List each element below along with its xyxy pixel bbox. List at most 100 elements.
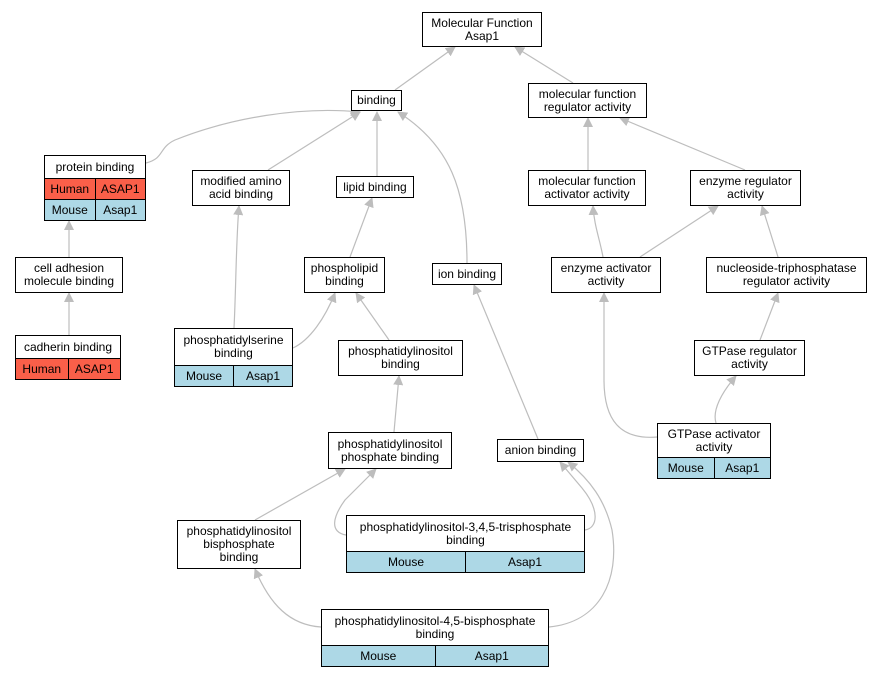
node-label-line: binding <box>415 626 455 641</box>
node-label: lipid binding <box>337 177 413 197</box>
node-label-line: regulator activity <box>543 99 632 114</box>
edge-pinobis-to-pinop <box>254 468 346 521</box>
edge-pserine-to-modaa <box>233 205 244 329</box>
edge-gtpact-to-enzact <box>599 292 658 438</box>
node-label-line: cell adhesion <box>33 261 105 275</box>
node-label-line: bisphosphate <box>203 537 275 551</box>
edge-gtpreg-to-ntpreg <box>759 292 780 341</box>
node-label-line: molecular function <box>538 86 637 101</box>
node-label-line: nucleoside-triphosphatase <box>716 261 857 275</box>
node-label-line: phosphatidylinositol-3,4,5-trisphosphate <box>359 519 572 534</box>
edge-pip3-to-pinop <box>334 468 377 536</box>
gene-cell: Asap1 <box>233 366 292 386</box>
edge-modaa-to-binding <box>267 111 361 171</box>
node-binding[interactable]: binding <box>351 90 402 111</box>
node-label-line: Molecular Function <box>431 15 533 30</box>
gene-cell: Asap1 <box>94 200 146 220</box>
species-cell: Mouse <box>51 203 88 217</box>
node-label-line: cadherin binding <box>23 339 113 354</box>
gene-cell: Asap1 <box>713 458 771 478</box>
species-cell: Human <box>22 362 62 376</box>
annotation-row-mouse: Mouse Asap1 <box>322 645 548 666</box>
node-label: anion binding <box>498 440 583 461</box>
node-label-line: phosphate binding <box>340 449 440 464</box>
node-label-line: phosphatidylserine <box>183 333 284 347</box>
node-label-line: regulator activity <box>742 274 831 288</box>
gene-cell: ASAP1 <box>94 179 146 199</box>
gene-cell: Asap1 <box>434 646 549 666</box>
species-cell: Mouse <box>360 649 397 663</box>
node-label-line: activity <box>695 439 733 454</box>
species-cell: Mouse <box>185 369 223 383</box>
edge-protein-to-binding <box>145 106 361 164</box>
edge-pip2-to-pinobis <box>253 568 322 628</box>
gene-cell: ASAP1 <box>67 359 121 379</box>
node-label-line: activator activity <box>544 187 630 201</box>
node-label-line: ion binding <box>437 266 497 281</box>
node-label: phosphatidylinositol-3,4,5-trisphosphate… <box>347 516 584 551</box>
node-label-line: protein binding <box>55 159 135 174</box>
edge-phospholipid-to-lipid <box>349 197 374 258</box>
edge-pinop-to-pino <box>393 375 404 433</box>
edge-anion-to-ion <box>472 284 539 440</box>
node-label-line: phosphatidylinositol <box>186 524 292 538</box>
node-phosphatidylinositol-345-trisphosphate-binding[interactable]: phosphatidylinositol-3,4,5-trisphosphate… <box>346 515 585 573</box>
node-ion-binding[interactable]: ion binding <box>432 263 502 285</box>
node-label-line: phosphatidylinositol <box>337 436 443 451</box>
edge-pip3-to-anion <box>559 461 596 531</box>
edge-enzreg-to-mfra <box>619 116 746 171</box>
edge-mfra-to-mf <box>514 46 574 84</box>
node-label-line: molecular function <box>538 174 636 188</box>
node-label-line: acid binding <box>208 187 274 201</box>
annotation-row-human: Human ASAP1 <box>16 358 120 379</box>
node-anion-binding[interactable]: anion binding <box>497 439 584 462</box>
node-label-line: binding <box>357 93 396 107</box>
node-label: cadherin binding <box>16 336 120 358</box>
node-label-line: molecule binding <box>23 274 115 288</box>
node-label-line: binding <box>214 346 253 360</box>
edge-binding-to-mf <box>394 46 456 91</box>
node-label-line: modified amino <box>200 174 282 188</box>
node-label: binding <box>352 91 401 110</box>
edge-ntpreg-to-enzreg <box>759 205 779 258</box>
node-label: ion binding <box>433 264 501 284</box>
edge-enzact-to-enzreg <box>639 205 719 258</box>
node-label-line: activity <box>727 187 764 201</box>
node-label-line: enzyme regulator <box>699 174 792 188</box>
node-label-line: binding <box>381 357 420 371</box>
node-label-line: phosphatidylinositol <box>348 344 453 358</box>
node-lipid-binding[interactable]: lipid binding <box>336 176 414 198</box>
node-label-line: binding <box>325 274 364 288</box>
